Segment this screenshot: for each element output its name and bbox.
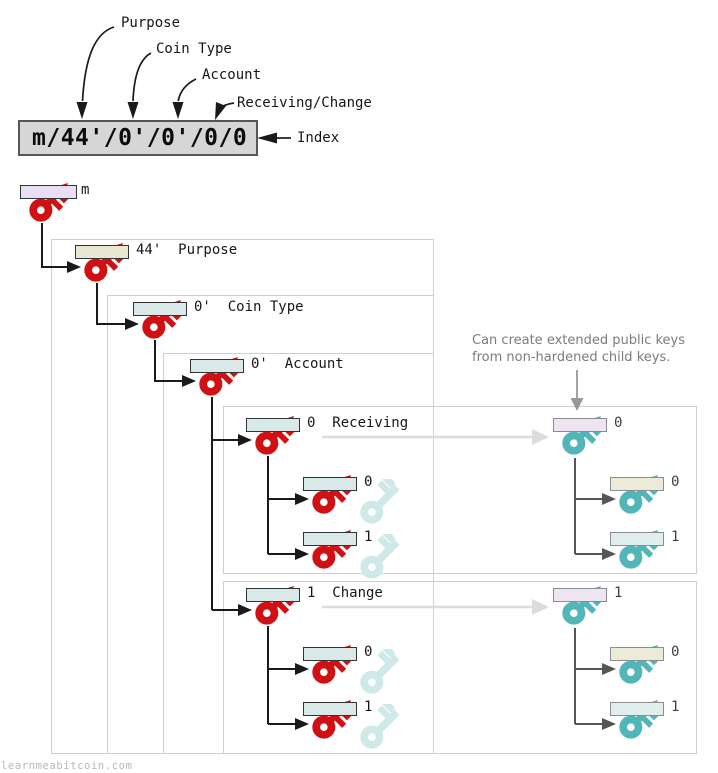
chain-code-bar (75, 245, 129, 259)
index-label: Index (297, 130, 340, 146)
node-label: 1 (614, 585, 623, 601)
node-label: 0 (671, 474, 680, 490)
purpose-arrowhead (76, 102, 88, 119)
chain-code-bar (303, 477, 357, 491)
chain-code-bar (610, 702, 664, 716)
node-label: 0' Account (251, 356, 344, 372)
chain-code-bar (246, 588, 300, 602)
account-arrow-curve (177, 78, 197, 102)
private-key-icon (198, 351, 244, 397)
chain-code-bar (20, 185, 77, 199)
extended-public-key-note: Can create extended public keys from non… (472, 332, 708, 366)
receiving-change-arrow-curve (218, 102, 235, 110)
index-arrowhead (257, 132, 277, 144)
receiving-change-label: Receiving/Change (237, 95, 372, 111)
node-label: m (81, 182, 90, 198)
chain-code-bar (303, 702, 357, 716)
private-key-icon (311, 694, 357, 740)
node-label: 44' Purpose (136, 242, 238, 258)
public-key-icon (561, 580, 607, 626)
public-key-icon (561, 410, 607, 456)
chain-code-bar (133, 302, 187, 316)
node-label: 0 (671, 644, 680, 660)
public-key-icon (618, 694, 664, 740)
note-line-2: from non-hardened child keys. (472, 350, 671, 365)
public-key-icon (618, 469, 664, 515)
chain-code-bar (610, 532, 664, 546)
chain-code-bar (246, 418, 300, 432)
node-label: 0 Receiving (307, 415, 409, 431)
node-label: 0 (364, 644, 373, 660)
private-key-icon (311, 639, 357, 685)
purpose-label: Purpose (121, 15, 181, 31)
derivation-path-box: m/44'/0'/0'/0/0 (18, 120, 258, 156)
private-key-icon (28, 177, 74, 223)
chain-code-bar (610, 477, 664, 491)
node-label: 1 (364, 699, 373, 715)
change-subtree-box (223, 581, 697, 754)
purpose-arrow-curve (81, 26, 115, 102)
chain-code-bar (553, 418, 607, 432)
account-label: Account (202, 67, 262, 83)
chain-code-bar (610, 647, 664, 661)
coin-type-label: Coin Type (156, 41, 232, 57)
chain-code-bar (553, 588, 607, 602)
receiving-change-arrowhead (215, 102, 226, 120)
private-key-icon (141, 294, 187, 340)
derivation-path-text: m/44'/0'/0'/0/0 (32, 125, 248, 151)
receiving-subtree-box (223, 406, 697, 574)
private-key-icon (254, 580, 300, 626)
node-label: 0 (614, 415, 623, 431)
private-key-icon (311, 469, 357, 515)
account-arrowhead (172, 102, 184, 119)
private-key-icon (254, 410, 300, 456)
coin-type-arrowhead (127, 102, 139, 119)
chain-code-bar (303, 647, 357, 661)
node-label: 0 (364, 474, 373, 490)
node-label: 1 (671, 699, 680, 715)
node-label: 1 Change (307, 585, 383, 601)
chain-code-bar (190, 359, 244, 373)
node-label: 1 (671, 529, 680, 545)
node-label: 1 (364, 529, 373, 545)
chain-code-bar (303, 532, 357, 546)
public-key-icon (618, 524, 664, 570)
note-line-1: Can create extended public keys (472, 333, 686, 348)
coin-type-arrow-curve (132, 52, 152, 102)
public-key-icon (618, 639, 664, 685)
watermark: learnmeabitcoin.com (1, 760, 133, 772)
private-key-icon (83, 237, 129, 283)
node-label: 0' Coin Type (194, 299, 304, 315)
private-key-icon (311, 524, 357, 570)
